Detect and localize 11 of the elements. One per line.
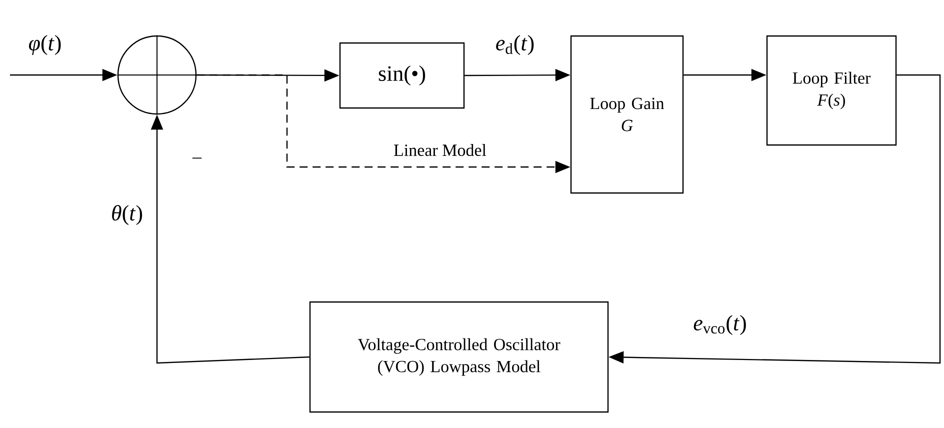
- signal-label: e$_{d}$(t): [494, 34, 536, 56]
- block: sin(•): [339, 42, 465, 109]
- sign-label: –: [192, 158, 202, 159]
- signal-label: φ(t): [27, 34, 63, 56]
- summing-junction: [116, 34, 198, 116]
- block: Voltage-Controlled Oscillator (VCO) Lowpass Model: [309, 301, 609, 413]
- block: Loop Gain G: [570, 35, 684, 194]
- signal-label: Linear Model: [392, 143, 488, 157]
- block: Loop Filter F(s): [766, 35, 897, 146]
- signal-label: e$_{vco}$(t): [692, 314, 748, 336]
- signal-label: θ(t): [110, 204, 144, 226]
